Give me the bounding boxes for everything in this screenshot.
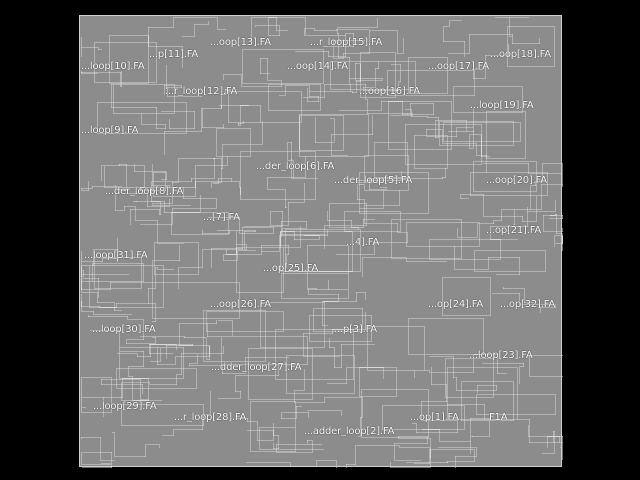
cell-label-c12[interactable]: ...r_loop[12].FA <box>165 86 238 97</box>
cell-label-c11[interactable]: ...p[11].FA <box>149 49 199 60</box>
cell-label-c6[interactable]: ...der_loop[6].FA <box>256 161 335 172</box>
cell-label-c23[interactable]: ...loop[23].FA <box>469 350 533 361</box>
cell-label-c5[interactable]: ...der_loop[5].FA <box>334 175 413 186</box>
cell-label-c31[interactable]: ...loop[31].FA <box>84 250 148 261</box>
cell-label-c2[interactable]: ...adder_loop[2].FA <box>304 426 395 437</box>
cell-label-c20[interactable]: ...oop[20].FA <box>486 175 547 186</box>
cell-label-c26[interactable]: ...oop[26].FA <box>210 299 271 310</box>
cell-label-c8[interactable]: ...der_loop[8].FA <box>105 186 184 197</box>
routing-layer <box>81 17 563 468</box>
cell-label-c18[interactable]: ...oop[18].FA <box>490 49 551 60</box>
cell-label-c21[interactable]: ...op[21].FA <box>486 225 541 236</box>
cell-label-c19[interactable]: ...loop[19].FA <box>470 100 534 111</box>
cell-label-c24[interactable]: ...op[24].FA <box>428 299 483 310</box>
cell-label-c13[interactable]: ...oop[13].FA <box>210 37 271 48</box>
die-area[interactable]: ...loop[10].FA ...p[11].FA ...oop[13].FA… <box>79 15 563 468</box>
cell-label-c3[interactable]: ...p[3].FA <box>334 324 377 335</box>
cell-label-c27[interactable]: ...dder_loop[27].FA <box>211 362 302 373</box>
cell-label-c4[interactable]: ...4].FA <box>346 237 380 248</box>
cell-label-c30[interactable]: ...loop[30].FA <box>92 324 156 335</box>
cell-label-c9[interactable]: ...loop[9].FA <box>81 125 139 136</box>
cell-label-c28[interactable]: ...r_loop[28].FA <box>174 412 247 423</box>
cell-label-c32[interactable]: ...op[32].FA <box>500 299 555 310</box>
cell-label-c16[interactable]: ...oop[16].FA <box>359 86 420 97</box>
cell-label-c25[interactable]: ...op[25].FA <box>263 263 318 274</box>
cell-label-c14[interactable]: ...oop[14].FA <box>287 61 348 72</box>
cell-label-c10[interactable]: ...loop[10].FA <box>81 61 145 72</box>
cell-label-c1[interactable]: ...op[1].FA <box>410 412 459 423</box>
cell-label-c15[interactable]: ...r_loop[15].FA <box>310 37 383 48</box>
cell-label-c29[interactable]: ...loop[29].FA <box>93 401 157 412</box>
cell-label-c7[interactable]: ...[7].FA <box>203 212 240 223</box>
cell-label-c0[interactable]: F1A <box>489 412 508 423</box>
cell-label-c17[interactable]: ...oop[17].FA <box>428 61 489 72</box>
